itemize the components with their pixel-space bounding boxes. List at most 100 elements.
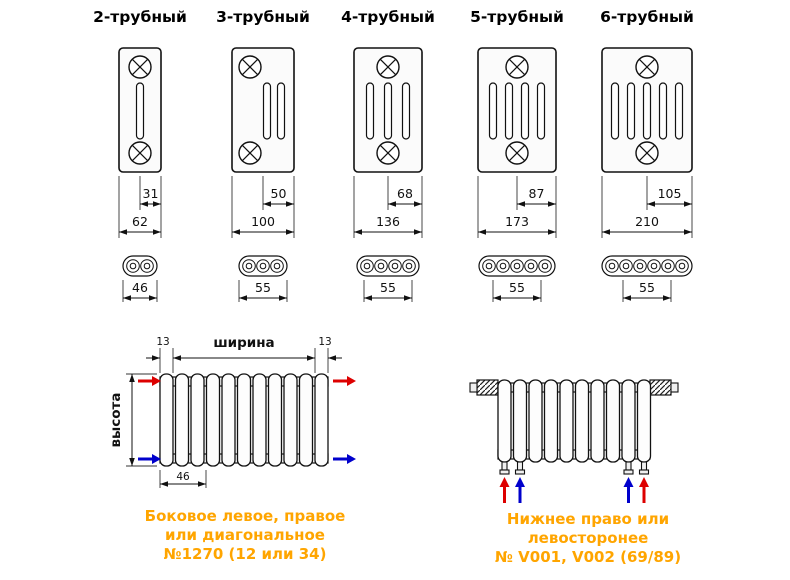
depth-dimension-value: 136 bbox=[376, 214, 400, 229]
section-pitch-value: 46 bbox=[176, 471, 190, 483]
radiator-top-view bbox=[356, 255, 420, 277]
radiator-front bbox=[497, 379, 652, 463]
pipe-connection-symbol-bottom bbox=[128, 141, 152, 165]
pipe-connection-symbol-top bbox=[635, 55, 659, 79]
radiator-depth-profile bbox=[353, 47, 423, 173]
radiator-depth-profile bbox=[601, 47, 693, 173]
column-6-tube: 6-трубный 105 bbox=[600, 8, 694, 302]
pitch-dimension-value: 68 bbox=[397, 186, 413, 201]
tube-gap-slot bbox=[135, 82, 145, 140]
column-header: 4-трубный bbox=[341, 8, 435, 26]
tube-gap-slot bbox=[674, 82, 684, 140]
height-label: высота bbox=[108, 393, 124, 448]
tube-gap-slot bbox=[626, 82, 636, 140]
caption-line: Нижнее право или bbox=[507, 510, 669, 528]
return-arrow-bottom-right-icon bbox=[623, 477, 634, 503]
depth-dimension-value: 210 bbox=[635, 214, 659, 229]
depth-dimension-value: 173 bbox=[505, 214, 529, 229]
section-width-value: 55 bbox=[380, 280, 396, 295]
supply-arrow-top-right-icon bbox=[333, 376, 356, 386]
radiator-top-view bbox=[601, 255, 693, 277]
column-header: 6-трубный bbox=[600, 8, 694, 26]
section-width-value: 55 bbox=[509, 280, 525, 295]
pitch-dimension-value: 31 bbox=[143, 186, 159, 201]
threaded-fitting-right bbox=[649, 379, 672, 396]
bottom-connection-caption: Нижнее право или левосторонее № V001, V0… bbox=[495, 510, 681, 566]
tube-gap-slot bbox=[504, 82, 514, 140]
left-margin-value: 13 bbox=[156, 336, 169, 348]
tube-gap-slot bbox=[658, 82, 668, 140]
dimension-section-width: 46 bbox=[122, 280, 158, 302]
caption-line: или диагональное bbox=[165, 526, 325, 544]
dimension-section-width: 55 bbox=[238, 280, 288, 302]
pipe-connection-symbol-bottom bbox=[635, 141, 659, 165]
dimension-section-width: 55 bbox=[363, 280, 413, 302]
pipe-connection-symbol-top bbox=[505, 55, 529, 79]
radiator-depth-profile bbox=[118, 47, 162, 173]
depth-dimension-value: 62 bbox=[132, 214, 148, 229]
pipe-connection-symbol-top bbox=[128, 55, 152, 79]
dimension-section-width: 55 bbox=[622, 280, 672, 302]
radiator-depth-profile bbox=[477, 47, 557, 173]
radiator-front bbox=[159, 373, 329, 467]
column-header: 2-трубный bbox=[93, 8, 187, 26]
dimension-pitch-and-depth: 68 136 bbox=[353, 176, 423, 238]
column-header: 3-трубный bbox=[216, 8, 310, 26]
tube-gap-slot bbox=[262, 82, 272, 140]
caption-line: Боковое левое, правое bbox=[145, 507, 346, 525]
pipe-connection-symbol-top bbox=[238, 55, 262, 79]
tube-gap-slot bbox=[276, 82, 286, 140]
dimension-pitch-and-depth: 31 62 bbox=[118, 176, 162, 238]
dimension-pitch-and-depth: 105 210 bbox=[601, 176, 693, 238]
pitch-dimension-value: 105 bbox=[658, 186, 682, 201]
supply-arrow-bottom-right-icon bbox=[639, 477, 649, 503]
tube-gap-slot bbox=[401, 82, 411, 140]
section-width-value: 55 bbox=[255, 280, 271, 295]
supply-arrow-top-left-icon bbox=[138, 376, 161, 386]
column-5-tube: 5-трубный 87 173 bbox=[470, 8, 564, 302]
dimension-pitch-and-depth: 50 100 bbox=[231, 176, 295, 238]
bottom-connection-assembly: Нижнее право или левосторонее № V001, V0… bbox=[469, 379, 681, 566]
section-pitch-dimension: 46 bbox=[159, 470, 207, 488]
pipe-connection-symbol-bottom bbox=[238, 141, 262, 165]
dimension-pitch-and-depth: 87 173 bbox=[477, 176, 557, 238]
radiator-top-view bbox=[122, 255, 158, 277]
tube-gap-slot bbox=[536, 82, 546, 140]
caption-line: №1270 (12 или 34) bbox=[164, 545, 327, 563]
caption-line: левосторонее bbox=[528, 529, 649, 547]
tube-gap-slot bbox=[488, 82, 498, 140]
dimension-section-width: 55 bbox=[492, 280, 542, 302]
column-2-tube: 2-трубный 31 62 bbox=[93, 8, 187, 302]
radiator-top-view bbox=[478, 255, 556, 277]
tube-gap-slot bbox=[383, 82, 393, 140]
right-margin-value: 13 bbox=[318, 336, 331, 348]
column-header: 5-трубный bbox=[470, 8, 564, 26]
height-dimension: высота bbox=[108, 373, 157, 467]
pipe-connection-symbol-top bbox=[376, 55, 400, 79]
section-width-value: 46 bbox=[132, 280, 148, 295]
pitch-dimension-value: 50 bbox=[271, 186, 287, 201]
column-3-tube: 3-трубный 50 100 bbox=[216, 8, 310, 302]
pipe-connection-symbol-bottom bbox=[376, 141, 400, 165]
pipe-connection-symbol-bottom bbox=[505, 141, 529, 165]
fitting-cap-right bbox=[670, 382, 679, 393]
width-dimension: 13 ширина 13 bbox=[146, 335, 342, 373]
fitting-cap-left bbox=[469, 382, 478, 393]
side-connection-assembly: 13 ширина 13 высота bbox=[108, 335, 356, 563]
side-connection-caption: Боковое левое, правое или диагональное №… bbox=[145, 507, 346, 563]
tube-gap-slot bbox=[610, 82, 620, 140]
pitch-dimension-value: 87 bbox=[529, 186, 545, 201]
caption-line: № V001, V002 (69/89) bbox=[495, 548, 681, 566]
return-arrow-bottom-right-icon bbox=[333, 454, 356, 464]
column-4-tube: 4-трубный 68 136 bbox=[341, 8, 435, 302]
tube-gap-slot bbox=[365, 82, 375, 140]
section-width-value: 55 bbox=[639, 280, 655, 295]
supply-arrow-bottom-left-icon bbox=[499, 477, 510, 503]
radiator-depth-profile bbox=[231, 47, 295, 173]
width-label: ширина bbox=[213, 335, 274, 351]
radiator-top-view bbox=[238, 255, 288, 277]
profile-body bbox=[477, 47, 557, 173]
return-arrow-bottom-left-icon bbox=[515, 477, 525, 503]
tube-gap-slot bbox=[520, 82, 530, 140]
